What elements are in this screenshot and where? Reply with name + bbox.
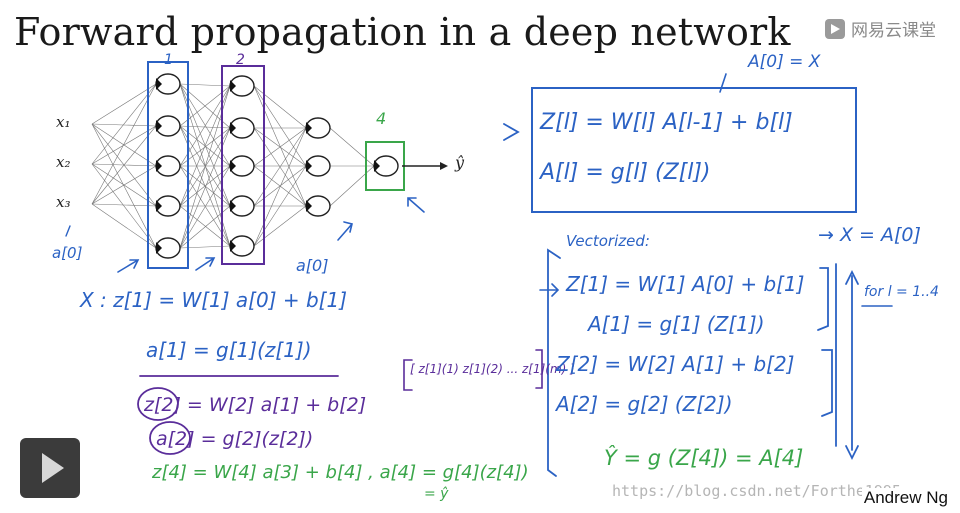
vectorized-left-bracket [547, 248, 561, 477]
layer4-number: 4 [376, 109, 386, 128]
connection-line [91, 125, 157, 205]
input-x2: x₂ [56, 153, 71, 171]
z1-arrow [539, 283, 560, 297]
stack-right-bracket [535, 349, 543, 389]
general-box-arrow [503, 123, 520, 141]
connection-line [253, 205, 307, 247]
output-yhat: ŷ [455, 153, 465, 172]
play-logo-icon [825, 18, 845, 39]
eq-x-z1: X : z[1] = W[1] a[0] + b[1] [80, 288, 348, 312]
connection-line [91, 163, 157, 249]
layer3-node-mark [306, 200, 312, 212]
layer2-node-mark [230, 200, 236, 212]
connection-line [253, 127, 307, 247]
connection-line [91, 83, 157, 205]
input-x3: x₃ [56, 193, 71, 211]
connection-line [91, 123, 157, 127]
connection-line [91, 203, 157, 207]
connection-line [91, 83, 157, 165]
netease-logo: 网易云课堂 [825, 16, 936, 41]
connection-line [253, 165, 307, 207]
general-eq-a: A[l] = g[l] (Z[l]) [540, 160, 711, 185]
slide-title: Forward propagation in a deep network [14, 10, 791, 54]
connection-line [91, 123, 157, 249]
layer1-node-mark [156, 160, 162, 172]
general-eq-z: Z[l] = W[l] A[l-1] + b[l] [540, 110, 793, 135]
layer1-box [147, 61, 189, 269]
ink-strokes [65, 73, 893, 477]
eq-z4-a4: z[4] = W[4] a[3] + b[4] , a[4] = g[4](z[… [152, 462, 529, 483]
ink-arrow-2 [195, 257, 216, 271]
loop-arrow [845, 269, 859, 461]
connection-line [253, 127, 307, 207]
layer2-node-mark [230, 80, 236, 92]
layer1-node-mark [156, 242, 162, 254]
layer2-node-mark [230, 240, 236, 252]
ink-arrow-4 [407, 197, 425, 213]
eq-a2: a[2] = g[2](z[2]) [156, 428, 314, 450]
connection-line [253, 85, 307, 167]
layer2-node-mark [230, 160, 236, 172]
ink-arrow-3 [337, 221, 353, 241]
layer1-node-mark [156, 120, 162, 132]
general-box-border [531, 87, 857, 213]
layer3-node-mark [306, 122, 312, 134]
stack-left-bracket [403, 359, 413, 391]
connection-line [91, 83, 157, 125]
A0-pointer [719, 73, 727, 93]
for-loop-note: for l = 1..4 [864, 284, 939, 300]
eq-a1: a[1] = g[1](z[1]) [146, 338, 312, 362]
connection-line [91, 165, 157, 205]
connection-line [91, 125, 157, 165]
connection-line [253, 127, 307, 167]
vectorized-x-eq: → X = A[0] [818, 224, 921, 246]
bracket-1 [817, 267, 829, 331]
layer2-number: 2 [236, 52, 245, 68]
connection-line [253, 85, 307, 207]
A0-equals-X-note: A[0] = X [748, 52, 821, 72]
layer4-node-mark [374, 160, 380, 172]
output-arrow-head [440, 162, 448, 170]
layer1-node-mark [156, 200, 162, 212]
play-button[interactable] [20, 438, 80, 498]
input-annotation-a0: a[0] [52, 244, 83, 262]
layer2-box [221, 65, 265, 265]
layer3-node-mark [306, 160, 312, 172]
vectorized-heading: Vectorized: [566, 232, 650, 250]
connection-line [253, 85, 307, 129]
ink-tick [65, 225, 71, 237]
stacked-z-matrix: [ z[1](1) z[1](2) ... z[1](m) ] [410, 362, 575, 376]
connection-line [329, 165, 375, 207]
layer1-number: 1 [164, 52, 173, 68]
author-credit: Andrew Ng [861, 488, 950, 508]
vectorized-yhat: Ŷ = g (Z[4]) = A[4] [604, 446, 804, 470]
layer2-node-mark [230, 122, 236, 134]
ink-arrow-1 [117, 259, 140, 273]
eq-yhat-note: = ŷ [424, 486, 449, 502]
connection-line [253, 165, 307, 247]
layer1-node-mark [156, 78, 162, 90]
connection-line [329, 127, 375, 167]
network-nodes [155, 73, 399, 259]
csdn-watermark: https://blog.csdn.net/Forthe1995 [612, 482, 901, 500]
connection-line [91, 203, 157, 249]
eq-z2: z[2] = W[2] a[1] + b[2] [144, 394, 367, 416]
vectorized-a1: A[1] = g[1] (Z[1]) [588, 312, 765, 336]
a2-circle [149, 421, 191, 455]
vectorized-z1: Z[1] = W[1] A[0] + b[1] [566, 272, 805, 296]
input-x1: x₁ [56, 113, 71, 131]
bracket-2 [821, 349, 833, 417]
vectorized-a2: A[2] = g[2] (Z[2]) [556, 392, 733, 416]
vectorized-z2: Z[2] = W[2] A[1] + b[2] [556, 352, 795, 376]
play-icon [42, 453, 64, 483]
logo-text: 网易云课堂 [851, 21, 936, 41]
z2-circle [137, 387, 179, 421]
a0-note: a[0] [296, 256, 329, 275]
